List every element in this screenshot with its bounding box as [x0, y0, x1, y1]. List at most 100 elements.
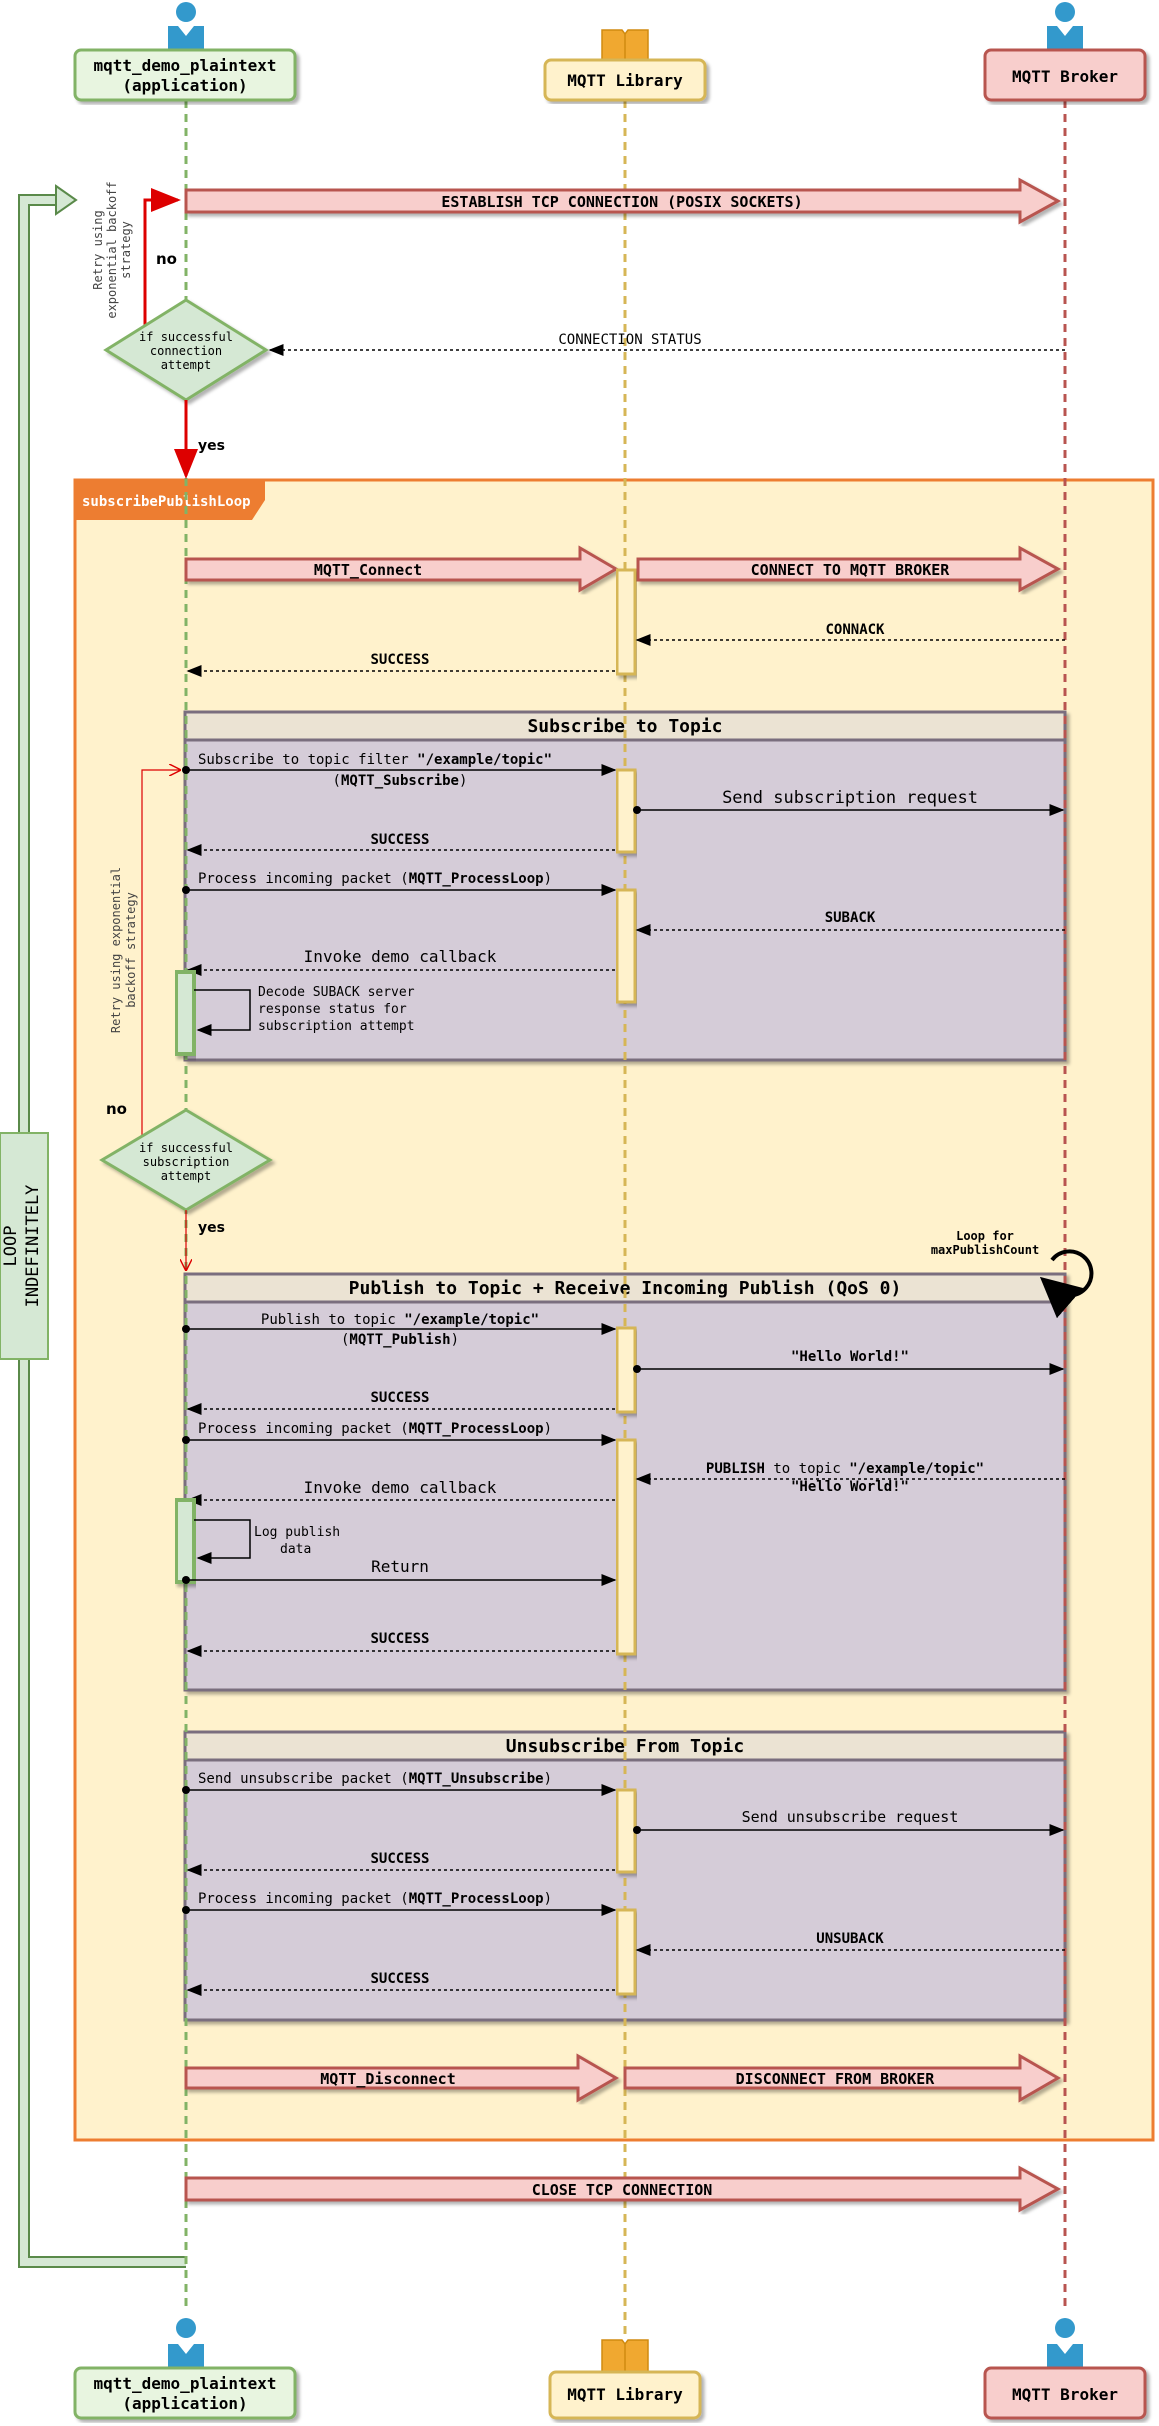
svg-text:Send unsubscribe request: Send unsubscribe request [742, 1808, 959, 1826]
svg-text:subscription attempt: subscription attempt [258, 1019, 415, 1034]
svg-text:Process incoming packet (MQTT_: Process incoming packet (MQTT_ProcessLoo… [198, 1421, 552, 1437]
svg-text:Invoke demo callback: Invoke demo callback [304, 1478, 497, 1497]
person-icon [176, 2, 196, 22]
svg-text:response status for: response status for [258, 1002, 407, 1017]
svg-text:Invoke demo callback: Invoke demo callback [304, 947, 497, 966]
lib-activation-publish [615, 1326, 637, 1414]
svg-text:Return: Return [371, 1557, 429, 1576]
decision2-yes: yes [198, 1220, 225, 1236]
svg-text:Log publish: Log publish [254, 1525, 340, 1540]
lib-activation-connect [615, 568, 637, 676]
broker-participant-bottom: MQTT Broker [983, 2318, 1147, 2420]
unsubscribe-fragment-title: Unsubscribe From Topic [506, 1736, 744, 1757]
svg-text:mqtt_demo_plaintext: mqtt_demo_plaintext [93, 2374, 276, 2393]
lib-activation-unsubscribe-process [615, 1908, 637, 1996]
svg-text:Loop for: Loop for [956, 1229, 1014, 1243]
svg-text:Process incoming packet (MQTT_: Process incoming packet (MQTT_ProcessLoo… [198, 871, 552, 887]
svg-text:attempt: attempt [161, 1169, 212, 1183]
lib-activation-unsubscribe [615, 1788, 637, 1874]
lib-activation-subscribe [615, 768, 637, 854]
svg-text:CONNECTION STATUS: CONNECTION STATUS [558, 332, 701, 348]
decision1-no: no [156, 250, 177, 268]
mqtt-disconnect-arrow: MQTT_Disconnect [184, 2053, 619, 2103]
svg-text:PUBLISH to topic "/example/top: PUBLISH to topic "/example/topic" [706, 1461, 984, 1477]
svg-text:DISCONNECT FROM BROKER: DISCONNECT FROM BROKER [736, 2070, 936, 2088]
svg-text:CONNECT TO MQTT BROKER: CONNECT TO MQTT BROKER [751, 561, 951, 579]
close-tcp-arrow: CLOSE TCP CONNECTION [184, 2165, 1062, 2213]
app-activation-subscribe-callback [174, 970, 196, 1056]
svg-text:MQTT_Connect: MQTT_Connect [314, 561, 422, 579]
svg-text:data: data [280, 1542, 311, 1557]
app-participant-top: mqtt_demo_plaintext (application) [73, 2, 297, 102]
svg-text:SUBACK: SUBACK [825, 910, 876, 926]
connection-decision: if successful connection attempt [103, 298, 269, 402]
frame-title-tab [75, 480, 265, 520]
svg-text:MQTT Broker: MQTT Broker [1012, 2385, 1118, 2404]
person-icon [176, 2318, 196, 2338]
broker-participant-top: MQTT Broker [983, 2, 1147, 102]
retry-subscription-path [141, 770, 180, 1135]
svg-text:Subscribe to topic filter "/ex: Subscribe to topic filter "/example/topi… [198, 752, 552, 768]
mqtt-connect-arrow: MQTT_Connect [184, 545, 619, 593]
svg-text:SUCCESS: SUCCESS [370, 1971, 429, 1987]
retry-connection-path [143, 188, 181, 325]
svg-text:"Hello World!": "Hello World!" [791, 1349, 909, 1365]
svg-text:MQTT Library: MQTT Library [567, 71, 683, 90]
frame-title: subscribePublishLoop [82, 494, 251, 510]
svg-text:SUCCESS: SUCCESS [370, 652, 429, 668]
svg-text:(MQTT_Subscribe): (MQTT_Subscribe) [333, 773, 468, 789]
svg-text:INDEFINITELY: INDEFINITELY [23, 1185, 43, 1308]
svg-text:(MQTT_Publish): (MQTT_Publish) [341, 1332, 459, 1348]
svg-text:(application): (application) [122, 2394, 247, 2413]
decision2-no: no [106, 1100, 127, 1118]
connect-broker-arrow: CONNECT TO MQTT BROKER [636, 545, 1062, 593]
svg-text:Decode SUBACK server: Decode SUBACK server [258, 985, 415, 1000]
svg-text:Retry using exponential: Retry using exponential [109, 867, 123, 1033]
app-participant-bottom: mqtt_demo_plaintext (application) [73, 2318, 297, 2420]
svg-text:connection: connection [150, 344, 222, 358]
svg-text:attempt: attempt [161, 358, 212, 372]
svg-text:if successful: if successful [139, 330, 233, 344]
svg-text:strategy: strategy [119, 221, 133, 279]
svg-text:subscription: subscription [143, 1155, 230, 1169]
svg-text:SUCCESS: SUCCESS [370, 1390, 429, 1406]
svg-text:Publish to topic "/example/top: Publish to topic "/example/topic" [261, 1312, 539, 1328]
publish-fragment-title: Publish to Topic + Receive Incoming Publ… [349, 1278, 902, 1299]
svg-text:MQTT_Disconnect: MQTT_Disconnect [320, 2070, 455, 2088]
svg-text:SUCCESS: SUCCESS [370, 832, 429, 848]
person-icon [1055, 2318, 1075, 2338]
svg-text:mqtt_demo_plaintext: mqtt_demo_plaintext [93, 56, 276, 75]
svg-text:MQTT Library: MQTT Library [567, 2385, 683, 2404]
svg-text:CLOSE TCP CONNECTION: CLOSE TCP CONNECTION [532, 2181, 713, 2199]
person-icon [1055, 2, 1075, 22]
svg-text:ESTABLISH TCP CONNECTION (POSI: ESTABLISH TCP CONNECTION (POSIX SOCKETS) [441, 193, 802, 211]
subscribe-fragment-title: Subscribe to Topic [527, 716, 722, 737]
lib-participant-bottom: MQTT Library [548, 2339, 702, 2420]
loop-label: LOOP [1, 1226, 21, 1267]
publish-loop-icon [1039, 1249, 1094, 1319]
svg-text:maxPublishCount: maxPublishCount [931, 1243, 1039, 1257]
lib-activation-publish-process [615, 1438, 637, 1656]
loop-bracket-arrowhead [55, 184, 78, 216]
svg-text:(application): (application) [122, 76, 247, 95]
svg-text:CONNACK: CONNACK [825, 622, 885, 638]
svg-text:Send subscription request: Send subscription request [722, 788, 978, 808]
svg-text:UNSUBACK: UNSUBACK [816, 1931, 884, 1947]
svg-text:SUCCESS: SUCCESS [370, 1851, 429, 1867]
svg-text:SUCCESS: SUCCESS [370, 1631, 429, 1647]
retry1-label: Retry using [91, 210, 105, 289]
disconnect-broker-arrow: DISCONNECT FROM BROKER [623, 2053, 1061, 2103]
svg-text:if successful: if successful [139, 1141, 233, 1155]
svg-text:Send unsubscribe packet (MQTT_: Send unsubscribe packet (MQTT_Unsubscrib… [198, 1771, 552, 1787]
app-activation-publish-callback [174, 1498, 196, 1584]
svg-text:exponential backoff: exponential backoff [105, 181, 119, 318]
svg-text:backoff strategy: backoff strategy [124, 892, 138, 1008]
establish-tcp-arrow: ESTABLISH TCP CONNECTION (POSIX SOCKETS) [184, 177, 1062, 225]
decision1-yes: yes [198, 438, 225, 454]
svg-text:Process incoming packet (MQTT_: Process incoming packet (MQTT_ProcessLoo… [198, 1891, 552, 1907]
lib-participant-top: MQTT Library [543, 29, 707, 102]
loop-label-box [0, 1132, 49, 1360]
lib-activation-subscribe-process [615, 888, 637, 1004]
svg-text:MQTT Broker: MQTT Broker [1012, 67, 1118, 86]
